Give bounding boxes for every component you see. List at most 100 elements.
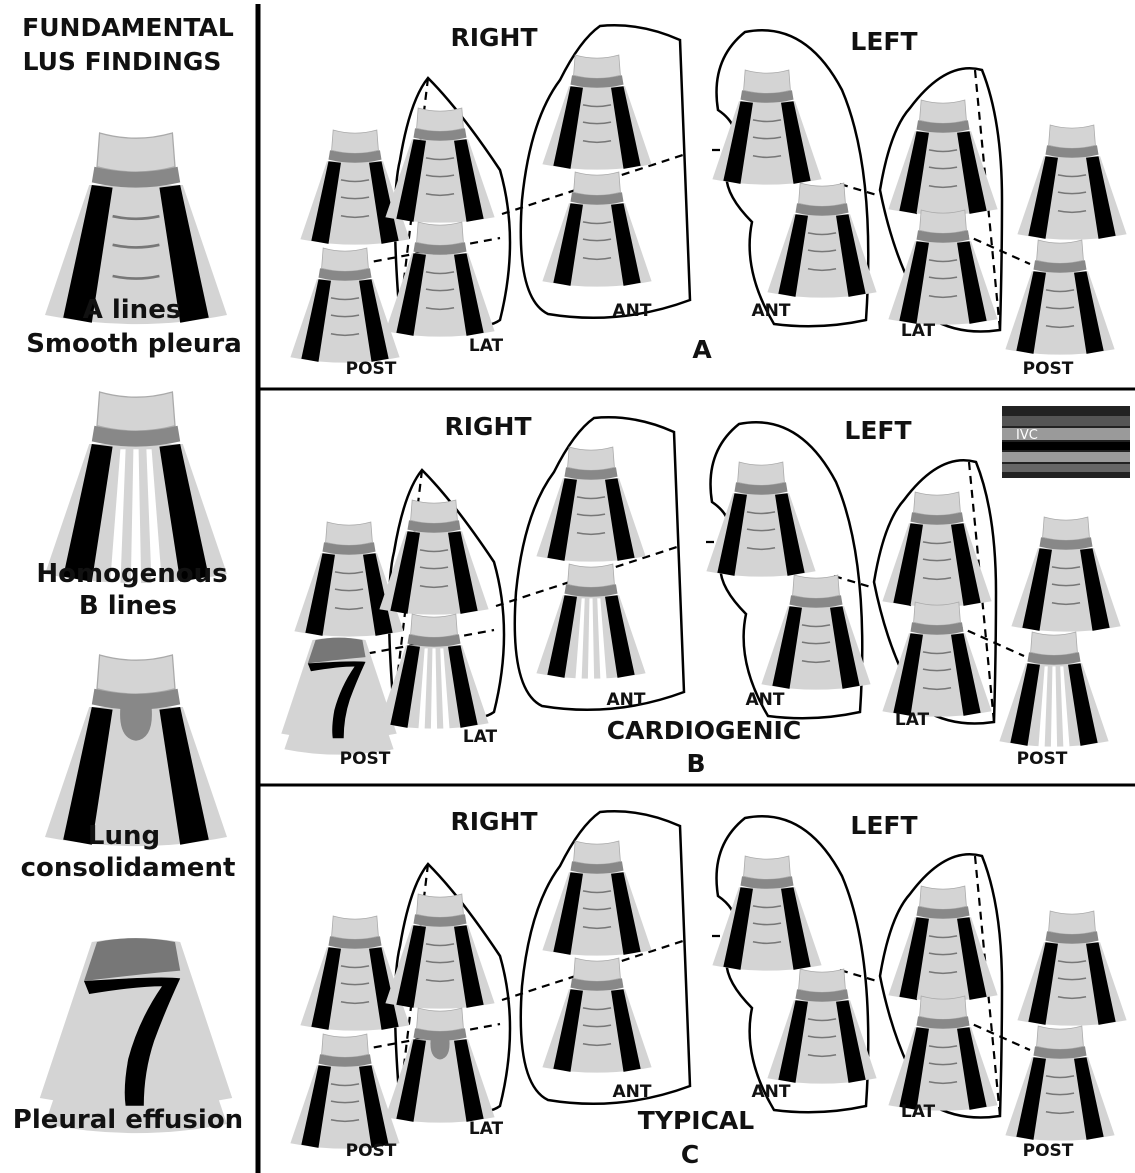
panel-b: RIGHT LEFT POST LAT ANT ANT LAT POST CAR… bbox=[281, 406, 1130, 778]
probe-head bbox=[574, 172, 621, 195]
legend-a-lines-label-1: A lines bbox=[83, 295, 182, 325]
probe-head bbox=[568, 564, 615, 587]
zone-ant-right: ANT bbox=[613, 301, 652, 321]
probe-head bbox=[411, 614, 458, 637]
probe-a-lines bbox=[379, 500, 488, 615]
zone-lat-right: LAT bbox=[469, 1119, 504, 1139]
probe-head bbox=[920, 210, 967, 233]
probe-a-lines bbox=[385, 894, 494, 1009]
probe-a-lines bbox=[888, 210, 997, 325]
probe-head bbox=[411, 500, 458, 523]
legend-b-lines-label-1: Homogenous bbox=[36, 559, 227, 589]
probe-a-lines bbox=[767, 969, 876, 1084]
probe-a-lines bbox=[888, 996, 997, 1111]
probe-head bbox=[1037, 1026, 1084, 1049]
probe-head bbox=[322, 248, 369, 271]
probe-head bbox=[1049, 911, 1096, 934]
zone-ant-left: ANT bbox=[746, 690, 785, 710]
right-side-label: RIGHT bbox=[450, 23, 537, 52]
zone-lat-left: LAT bbox=[895, 710, 930, 730]
probe-a-lines bbox=[290, 1034, 399, 1149]
probe-a-lines bbox=[882, 602, 991, 717]
probe-head bbox=[417, 108, 464, 131]
ivc-band bbox=[1002, 442, 1130, 450]
probe-head bbox=[1049, 125, 1096, 148]
probe-head bbox=[744, 70, 791, 93]
probe-head bbox=[322, 1034, 369, 1057]
zone-lat-left: LAT bbox=[901, 1102, 936, 1122]
probe-b-lines bbox=[999, 632, 1108, 747]
probe-effusion bbox=[281, 638, 396, 755]
probe-effusion bbox=[40, 938, 232, 1133]
dash-left-mid bbox=[840, 970, 880, 982]
probe-a-lines bbox=[706, 462, 815, 577]
probe-a-lines bbox=[290, 248, 399, 363]
legend-column: FUNDAMENTAL LUS FINDINGS A lines Smooth … bbox=[13, 13, 243, 1135]
probe-a-lines bbox=[761, 575, 870, 690]
probe-head bbox=[738, 462, 785, 485]
probe-head bbox=[920, 100, 967, 123]
zone-post-right: POST bbox=[340, 749, 391, 769]
probe-a-lines bbox=[882, 492, 991, 607]
probe-a-lines bbox=[1017, 125, 1126, 240]
probe-a-lines bbox=[542, 172, 651, 287]
zone-post-left: POST bbox=[1023, 1141, 1074, 1161]
ivc-inset: IVC bbox=[1002, 406, 1130, 478]
panel-letter: A bbox=[692, 335, 712, 364]
zone-lat-left: LAT bbox=[901, 321, 936, 341]
probe-head bbox=[574, 55, 621, 78]
probe-consolidation bbox=[45, 655, 227, 846]
probe-head bbox=[920, 886, 967, 909]
probe-head bbox=[793, 575, 840, 598]
zone-ant-left: ANT bbox=[752, 1082, 791, 1102]
probe-a-lines bbox=[1005, 1026, 1114, 1141]
left-side-label: LEFT bbox=[850, 27, 917, 56]
probe-a-lines bbox=[1017, 911, 1126, 1026]
probe-a-lines bbox=[300, 916, 409, 1031]
probe-head bbox=[417, 894, 464, 917]
legend-a-lines-label-2: Smooth pleura bbox=[26, 329, 242, 359]
left-side-label: LEFT bbox=[844, 416, 911, 445]
zone-post-left: POST bbox=[1023, 359, 1074, 379]
probe-a-lines bbox=[712, 856, 821, 971]
legend-b-lines-label-2: B lines bbox=[79, 591, 177, 621]
probe-a-lines bbox=[542, 841, 651, 956]
panel-title: TYPICAL bbox=[638, 1106, 754, 1135]
zone-post-right: POST bbox=[346, 359, 397, 379]
probe-head bbox=[417, 222, 464, 245]
probe-head bbox=[568, 447, 615, 470]
right-side-label: RIGHT bbox=[450, 807, 537, 836]
probe-a-lines bbox=[767, 183, 876, 298]
right-side-label: RIGHT bbox=[444, 412, 531, 441]
zone-lat-right: LAT bbox=[469, 336, 504, 356]
probe-a-lines bbox=[1011, 517, 1120, 632]
legend-icons bbox=[40, 133, 232, 1133]
zone-ant-right: ANT bbox=[613, 1082, 652, 1102]
panel-a: RIGHT LEFT POST LAT ANT ANT LAT POST A bbox=[290, 23, 1126, 379]
ivc-label: IVC bbox=[1016, 428, 1038, 443]
probe-head bbox=[920, 996, 967, 1019]
panel-letter: C bbox=[681, 1140, 699, 1169]
panel-c: RIGHT LEFT POST LAT ANT ANT LAT POST TYP… bbox=[290, 807, 1126, 1169]
probe-head bbox=[326, 522, 373, 545]
probe-a-lines bbox=[294, 522, 403, 637]
probe-head bbox=[914, 602, 961, 625]
probe-a-lines bbox=[542, 958, 651, 1073]
probe-a-lines bbox=[385, 108, 494, 223]
probe-head bbox=[574, 841, 621, 864]
ivc-band bbox=[1002, 464, 1130, 472]
probe-a-lines bbox=[712, 70, 821, 185]
probe-head bbox=[744, 856, 791, 879]
panel-title: CARDIOGENIC bbox=[607, 716, 801, 745]
legend-heading-line2: LUS FINDINGS bbox=[23, 47, 222, 76]
probe-a-lines bbox=[1005, 240, 1114, 355]
zone-post-right: POST bbox=[346, 1141, 397, 1161]
probe-a-lines bbox=[536, 447, 645, 562]
probe-a-lines bbox=[888, 100, 997, 215]
dash-left-mid bbox=[834, 576, 874, 588]
dash-left-mid bbox=[840, 184, 880, 196]
ivc-band bbox=[1002, 416, 1130, 426]
legend-consolidation-label-2: consolidament bbox=[21, 853, 236, 883]
probe-head bbox=[97, 655, 175, 694]
